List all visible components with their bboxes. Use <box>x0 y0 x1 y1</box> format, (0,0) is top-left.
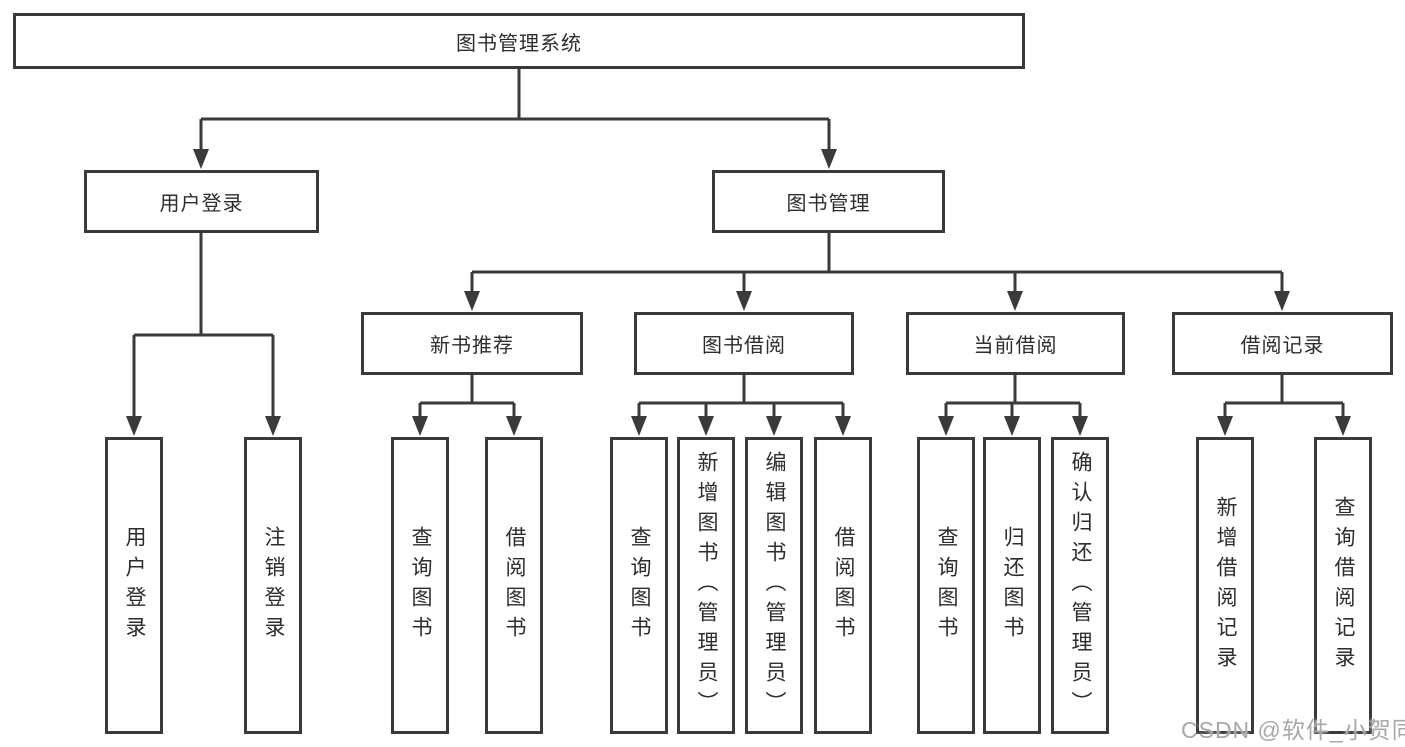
node-book-borrow: 图书借阅 <box>634 312 854 375</box>
leaf-add-borrow-record: 新增借阅记录 <box>1196 437 1254 734</box>
leaf-query-books-borrow: 查询图书 <box>610 437 668 734</box>
node-book-management: 图书管理 <box>712 170 945 233</box>
leaf-confirm-return-admin: 确认归还（管理员） <box>1051 437 1109 734</box>
leaf-borrow-books: 借阅图书 <box>814 437 872 734</box>
leaf-user-login: 用户登录 <box>105 437 163 734</box>
leaf-edit-books-admin: 编辑图书（管理员） <box>745 437 803 734</box>
node-current-borrow: 当前借阅 <box>906 312 1125 375</box>
node-new-book-recommend: 新书推荐 <box>361 312 583 375</box>
tree-edges <box>132 69 1345 418</box>
leaf-borrow-books-recommend: 借阅图书 <box>485 437 543 734</box>
leaf-add-books-admin: 新增图书（管理员） <box>677 437 735 734</box>
leaf-logout: 注销登录 <box>244 437 302 734</box>
node-borrow-records: 借阅记录 <box>1172 312 1393 375</box>
leaf-return-books: 归还图书 <box>983 437 1041 734</box>
leaf-query-borrow-record: 查询借阅记录 <box>1314 437 1372 734</box>
arrowheads <box>126 149 1351 436</box>
node-library-system: 图书管理系统 <box>13 13 1025 69</box>
csdn-watermark: CSDN @软件_小贺同学 <box>1181 717 1405 743</box>
leaf-query-books-current: 查询图书 <box>917 437 975 734</box>
leaf-query-books-recommend: 查询图书 <box>391 437 449 734</box>
node-user-login: 用户登录 <box>84 170 319 233</box>
